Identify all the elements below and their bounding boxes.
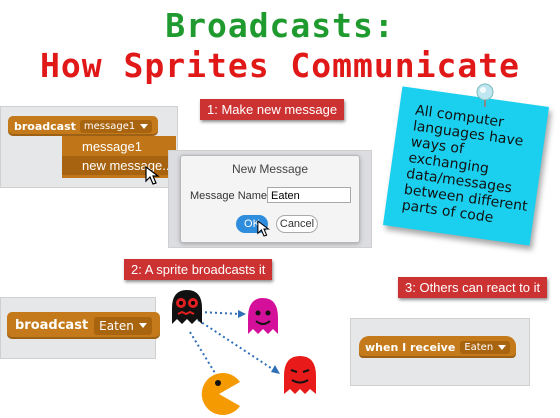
receive-dropdown[interactable]: Eaten — [460, 340, 511, 354]
step2-label: 2: A sprite broadcasts it — [124, 259, 273, 280]
ghost-magenta-icon — [248, 298, 278, 334]
new-message-dialog: New Message Message Name: Eaten OK Cance… — [180, 155, 360, 243]
ghost-black-icon — [172, 290, 202, 324]
menu-item-message1[interactable]: message1 — [82, 139, 142, 154]
broadcast-keyword: broadcast — [15, 318, 89, 333]
message-name-label: Message Name: — [190, 190, 271, 202]
slide-title-line1: Broadcasts: — [165, 6, 395, 45]
dropdown-arrow-icon — [138, 323, 147, 328]
message-menu: message1 new message... — [62, 136, 176, 178]
when-i-receive-block[interactable]: when I receive Eaten — [359, 336, 517, 358]
sticky-note: All computer languages have ways of exch… — [382, 86, 550, 246]
pushpin-icon — [476, 83, 494, 107]
cancel-button[interactable]: Cancel — [276, 215, 318, 233]
dropdown-value: Eaten — [99, 318, 134, 333]
dropdown-arrow-icon — [498, 344, 507, 350]
broadcast-block-top[interactable]: broadcast message1 — [8, 116, 159, 136]
broadcast-eaten-block[interactable]: broadcast Eaten — [7, 312, 160, 339]
pacman-icon — [201, 373, 240, 415]
message-name-input[interactable]: Eaten — [267, 187, 351, 203]
ghost-red-icon — [284, 356, 316, 394]
message-dropdown[interactable]: message1 — [79, 119, 153, 133]
dropdown-arrow-icon — [140, 123, 149, 129]
receive-keyword: when I receive — [365, 340, 456, 354]
dialog-title: New Message — [231, 162, 309, 176]
step3-label: 3: Others can react to it — [398, 277, 548, 298]
eaten-dropdown[interactable]: Eaten — [94, 316, 152, 335]
dropdown-value: Eaten — [464, 341, 494, 353]
slide-title-line2: How Sprites Communicate — [40, 46, 520, 85]
cursor-icon — [145, 166, 160, 185]
step1-label: 1: Make new message — [200, 99, 345, 120]
broadcast-keyword: broadcast — [14, 119, 76, 133]
cursor-icon — [257, 220, 270, 237]
dropdown-value: message1 — [83, 120, 136, 132]
